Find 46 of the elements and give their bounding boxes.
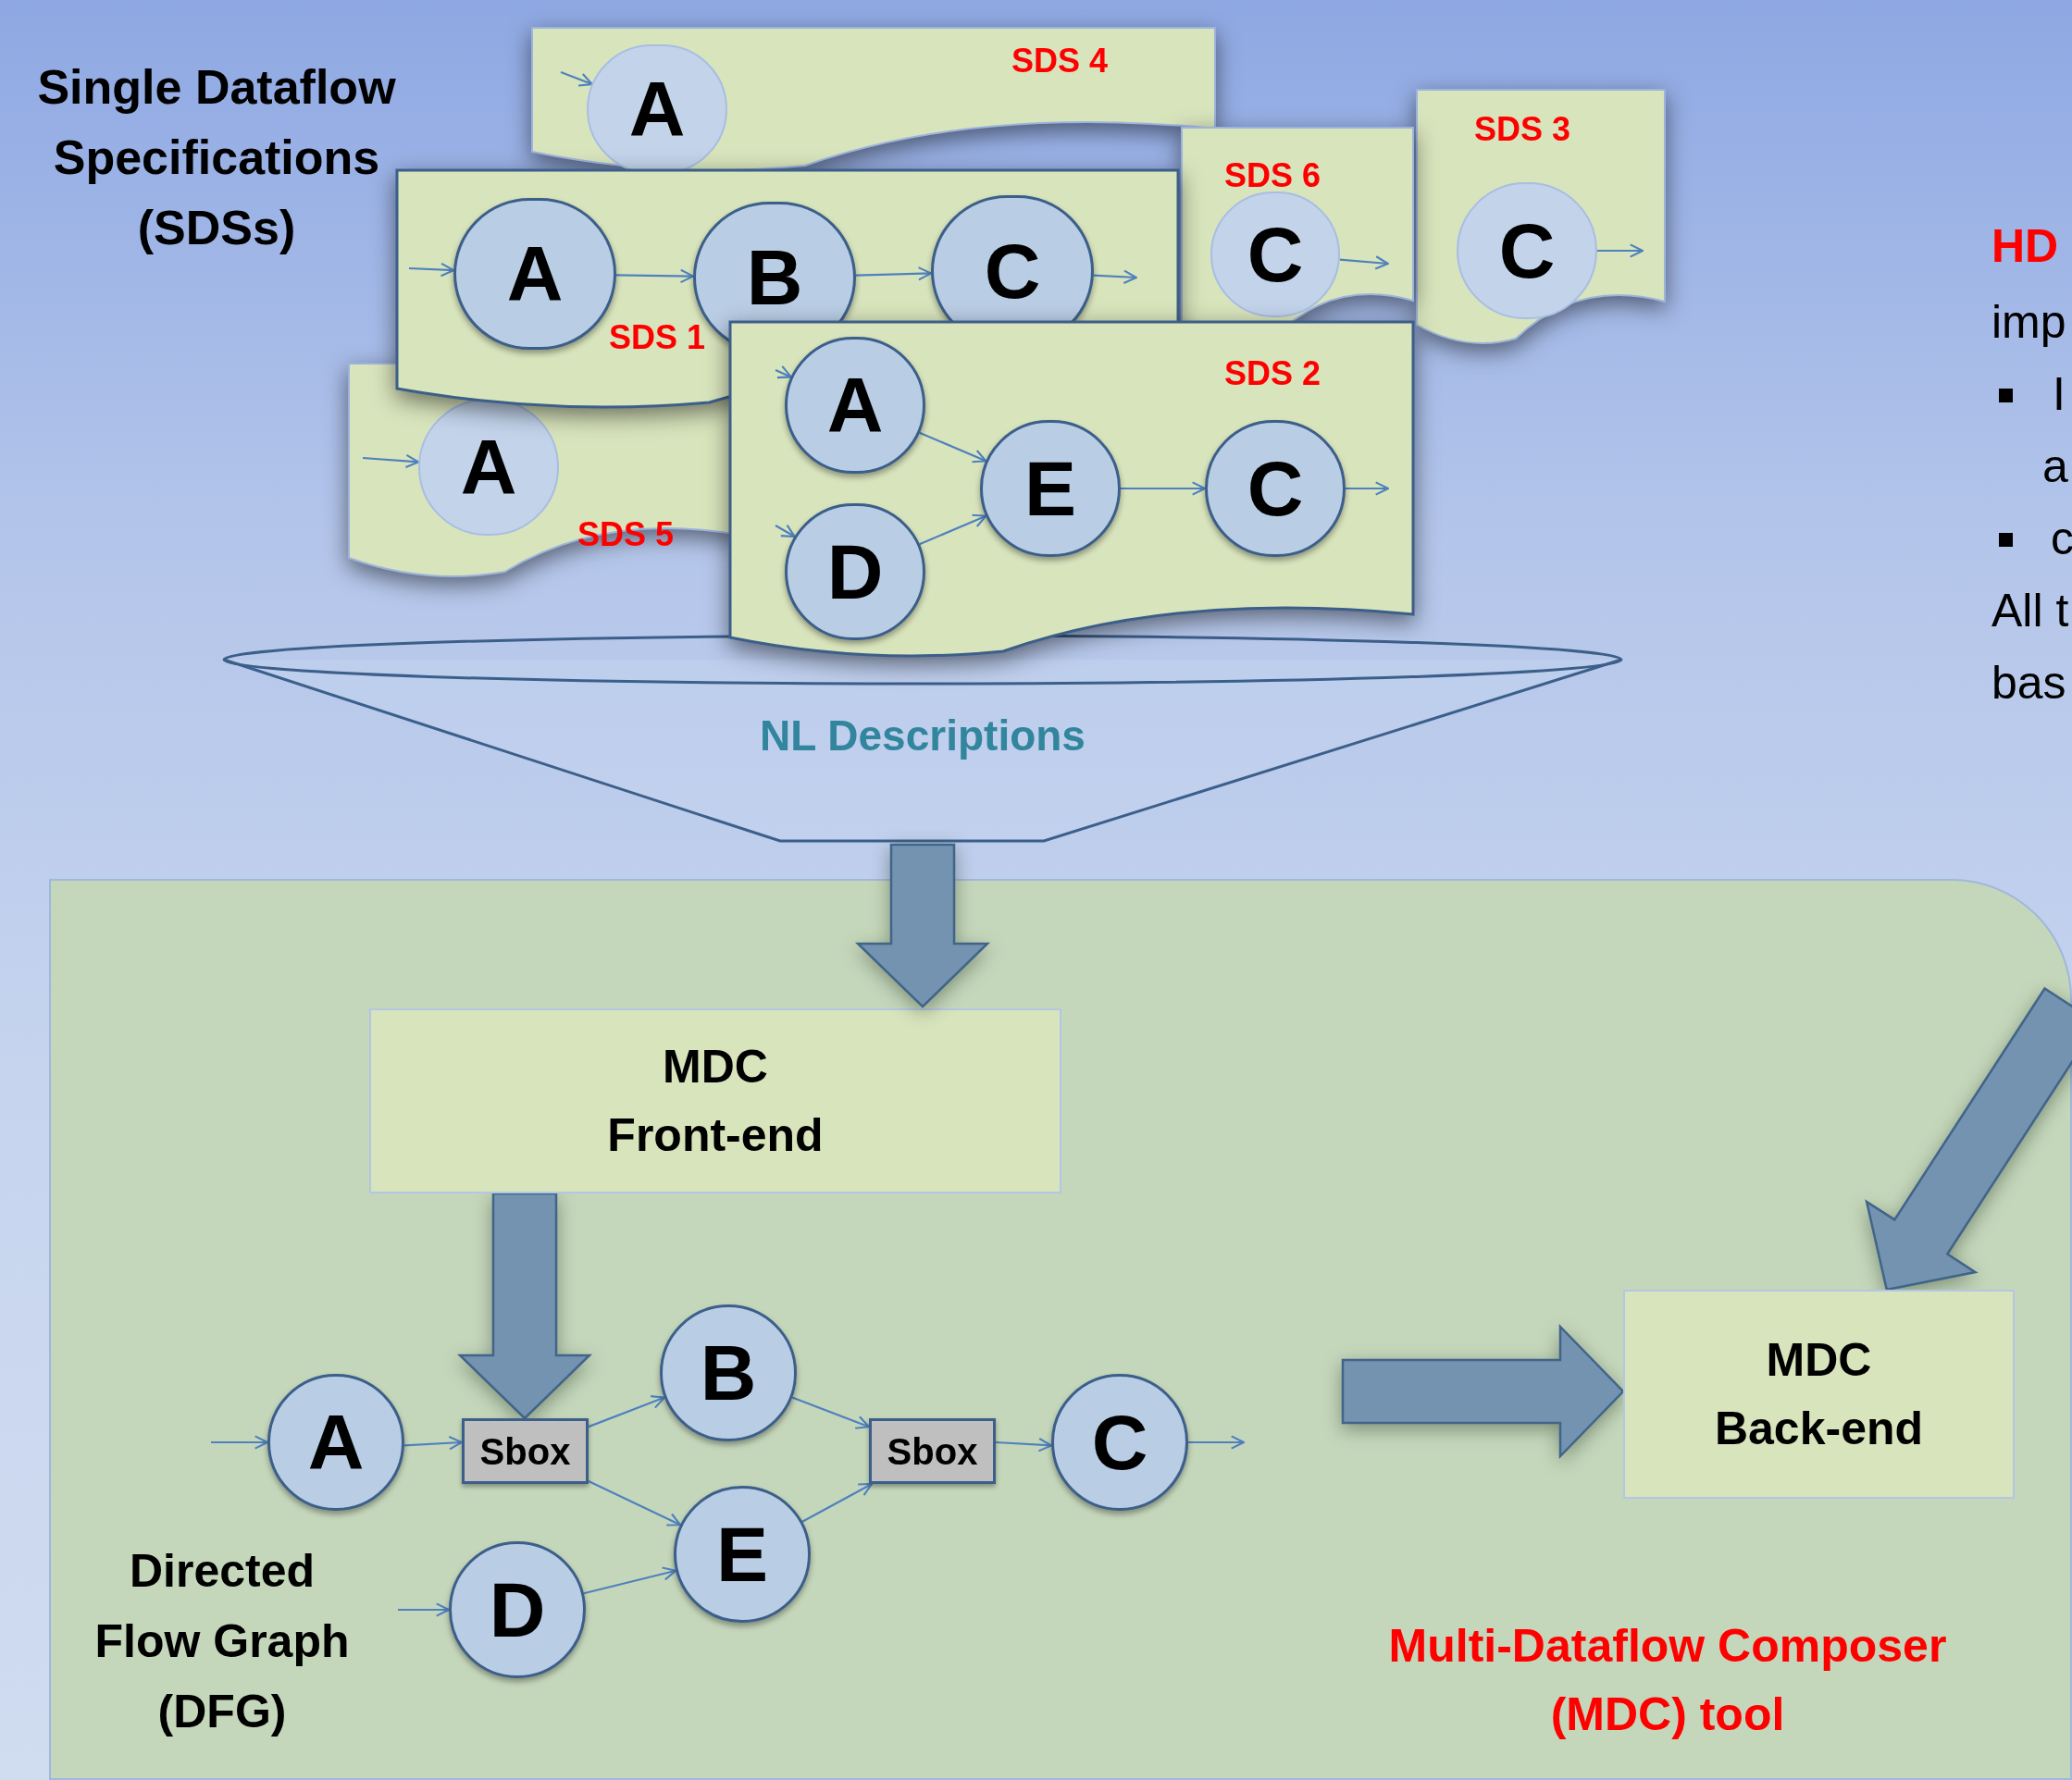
sheet-label: SDS 5 xyxy=(576,514,675,555)
panel-title: Multi-Dataflow Composer (MDC) tool xyxy=(1387,1619,1948,1742)
arrow xyxy=(1597,243,1644,258)
arrow xyxy=(801,1482,874,1523)
sheet-label: SDS 3 xyxy=(1472,109,1571,150)
tool-panel xyxy=(49,879,2072,1780)
arrow xyxy=(211,1435,269,1450)
arrow xyxy=(1346,481,1390,496)
arrow xyxy=(1188,1435,1246,1450)
arrow xyxy=(1339,255,1390,270)
block-arrow xyxy=(1341,1323,1625,1460)
arrow xyxy=(919,431,987,464)
block-arrow xyxy=(1865,986,2072,1292)
process-box: Sbox xyxy=(869,1418,996,1484)
arrow xyxy=(588,1480,682,1527)
text-label: I xyxy=(2053,367,2066,422)
text-label: Directed Flow Graph (DFG) xyxy=(93,1544,351,1739)
text-label: bas xyxy=(1991,656,2067,711)
arrow xyxy=(855,266,933,281)
arrow xyxy=(791,1396,871,1429)
arrow xyxy=(1093,269,1138,285)
arrow xyxy=(775,365,792,379)
arrow xyxy=(1121,481,1207,496)
text-label: Single Dataflow Specifications (SDSs) xyxy=(36,59,397,256)
block-arrow xyxy=(854,843,991,1008)
text-label: imp xyxy=(1991,295,2067,350)
arrow xyxy=(995,1438,1053,1452)
sheet-label: SDS 2 xyxy=(1222,353,1321,394)
text-label: All t xyxy=(1991,584,2070,638)
arrow xyxy=(919,513,987,546)
arrow xyxy=(408,262,455,278)
sheet-label: SDS 4 xyxy=(1010,41,1109,81)
arrow xyxy=(775,524,796,538)
process-box: Sbox xyxy=(462,1418,589,1484)
text-label: a xyxy=(2042,439,2069,494)
process-box: MDC Back-end xyxy=(1623,1290,2015,1499)
funnel-label: NL Descriptions xyxy=(759,711,1086,761)
arrow xyxy=(403,1436,464,1451)
block-arrow xyxy=(456,1192,593,1420)
arrow xyxy=(362,453,420,469)
arrow xyxy=(615,268,695,284)
text-label: HD xyxy=(1991,219,2060,274)
arrow xyxy=(398,1602,451,1617)
arrow xyxy=(560,70,593,87)
arrow xyxy=(588,1395,665,1428)
process-box: MDC Front-end xyxy=(369,1008,1061,1193)
